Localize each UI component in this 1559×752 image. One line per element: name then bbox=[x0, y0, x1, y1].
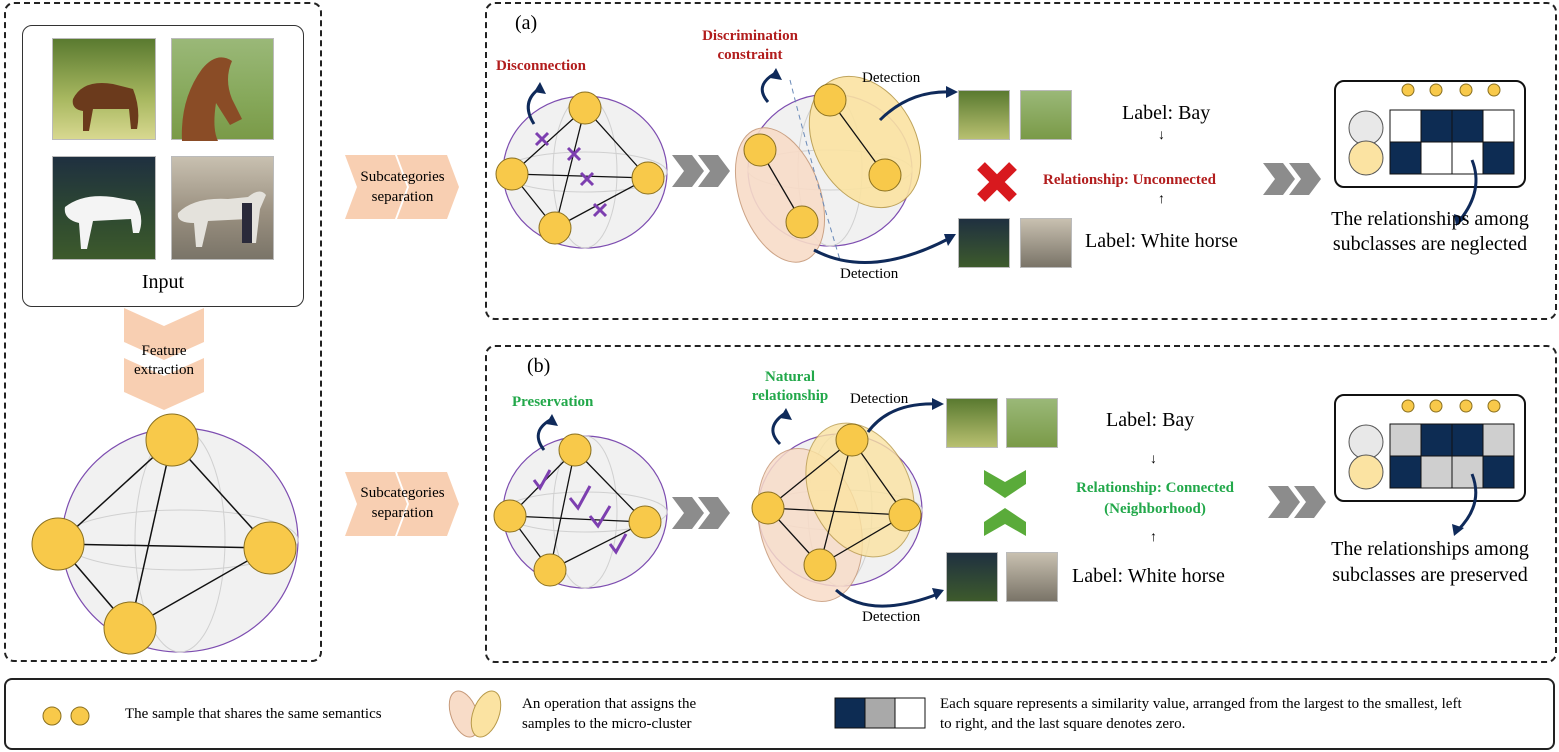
conclusion-b-1: The relationships among bbox=[1331, 538, 1529, 560]
conclusion-a-1: The relationships among bbox=[1331, 208, 1529, 230]
horse-photo-bay-portrait bbox=[171, 38, 274, 141]
similarity-cell bbox=[1451, 141, 1484, 175]
legend-square-icon bbox=[834, 697, 926, 729]
similarity-cell bbox=[1451, 455, 1484, 489]
preservation-label: Preservation bbox=[512, 394, 594, 410]
thumb-white-2 bbox=[1006, 552, 1058, 602]
natural-label-1: Natural bbox=[765, 369, 815, 385]
legend-box bbox=[4, 678, 1555, 750]
conclusion-b-2: subclasses are preserved bbox=[1332, 564, 1528, 586]
panel-a-tag: (a) bbox=[515, 12, 538, 34]
thumb-bay-1 bbox=[958, 90, 1010, 140]
panel-a bbox=[485, 2, 1557, 320]
separation-arrow-a bbox=[345, 155, 459, 219]
unconnected-cross-icon bbox=[977, 162, 1017, 202]
legend-sample-icon bbox=[42, 706, 90, 726]
legend-square-text-2: to right, and the last square denotes ze… bbox=[940, 716, 1186, 732]
legend-square-text-1: Each square represents a similarity valu… bbox=[940, 696, 1462, 712]
legend-cluster-text-1: An operation that assigns the bbox=[522, 696, 697, 712]
similarity-cell bbox=[1389, 455, 1422, 489]
thumb-bay-2 bbox=[1020, 90, 1072, 140]
thumb-bay-2 bbox=[1006, 398, 1058, 448]
similarity-cell bbox=[1482, 109, 1515, 143]
relationship-b-1: Relationship: Connected bbox=[1076, 480, 1234, 496]
relationship-a: Relationship: Unconnected bbox=[1043, 172, 1216, 188]
horse-photo-white-walking bbox=[171, 156, 274, 260]
detection-a-bottom: Detection bbox=[840, 266, 899, 282]
sample-node bbox=[243, 521, 297, 575]
preserve-check-icon bbox=[532, 469, 628, 555]
matrix-a bbox=[1348, 83, 1515, 226]
cluster-sphere-a bbox=[734, 68, 958, 264]
gray-arrow-b1 bbox=[672, 497, 730, 529]
label-a-top: Label: Bay bbox=[1122, 102, 1211, 124]
gray-arrow-a1 bbox=[672, 155, 730, 187]
feature-label-2: extraction bbox=[134, 362, 194, 378]
similarity-cell bbox=[1420, 455, 1453, 489]
similarity-cell bbox=[1389, 423, 1422, 457]
similarity-cell bbox=[1451, 423, 1484, 457]
sphere-b bbox=[493, 414, 668, 589]
thumb-white-1 bbox=[946, 552, 998, 602]
arrow-down-b: ↓ bbox=[1150, 452, 1157, 467]
similarity-cell bbox=[1420, 423, 1453, 457]
input-label: Input bbox=[141, 271, 185, 293]
sample-node bbox=[145, 413, 199, 467]
constraint-label-1: Discrimination bbox=[702, 28, 798, 44]
horse-photo-bay-grazing bbox=[52, 38, 156, 140]
input-box bbox=[22, 25, 304, 307]
matrix-b bbox=[1348, 399, 1515, 536]
arrow-up-b: ↑ bbox=[1150, 530, 1157, 545]
separation-b-1: Subcategories bbox=[360, 485, 445, 501]
similarity-cell bbox=[1420, 141, 1453, 175]
horse-photo-white-grazing bbox=[52, 156, 156, 260]
feature-extraction-arrow bbox=[124, 308, 204, 410]
arrow-up-a: ↑ bbox=[1158, 192, 1165, 207]
detection-b-top: Detection bbox=[850, 391, 909, 407]
input-panel bbox=[4, 2, 322, 662]
relationship-b-2: (Neighborhood) bbox=[1104, 501, 1206, 517]
separation-a-1: Subcategories bbox=[360, 169, 445, 185]
gray-arrow-a2 bbox=[1263, 163, 1321, 195]
matrix-box-b bbox=[1334, 394, 1526, 502]
connected-chevrons-icon bbox=[984, 470, 1026, 536]
legend-sample-text: The sample that shares the same semantic… bbox=[125, 706, 382, 722]
cluster-sphere-b bbox=[751, 398, 944, 608]
sample-node bbox=[31, 517, 85, 571]
arrow-down-a: ↓ bbox=[1158, 128, 1165, 143]
legend-cluster-icon bbox=[448, 690, 502, 738]
label-b-bottom: Label: White horse bbox=[1072, 565, 1225, 587]
similarity-cell bbox=[1389, 109, 1422, 143]
gray-arrow-b2 bbox=[1268, 486, 1326, 518]
natural-label-2: relationship bbox=[751, 388, 829, 404]
conclusion-a-2: subclasses are neglected bbox=[1332, 233, 1528, 255]
similarity-cell bbox=[1389, 141, 1422, 175]
label-b-top: Label: Bay bbox=[1106, 409, 1195, 431]
sample-node bbox=[103, 601, 157, 655]
similarity-cell bbox=[1420, 109, 1453, 143]
sphere-a bbox=[495, 82, 668, 249]
feature-label-1: Feature bbox=[141, 343, 187, 359]
panel-b-tag: (b) bbox=[527, 355, 551, 377]
thumb-white-2 bbox=[1020, 218, 1072, 268]
thumb-white-1 bbox=[958, 218, 1010, 268]
similarity-cell bbox=[1451, 109, 1484, 143]
detection-b-bottom: Detection bbox=[862, 609, 921, 625]
thumb-bay-1 bbox=[946, 398, 998, 448]
matrix-box-a bbox=[1334, 80, 1526, 188]
disconnect-cross-icon bbox=[534, 131, 608, 218]
label-a-bottom: Label: White horse bbox=[1085, 230, 1238, 252]
legend-cluster-text-2: samples to the micro-cluster bbox=[522, 716, 692, 732]
separation-b-2: separation bbox=[371, 505, 434, 521]
panel-b bbox=[485, 345, 1557, 663]
disconnection-label: Disconnection bbox=[496, 58, 586, 74]
separation-a-2: separation bbox=[371, 189, 434, 205]
similarity-cell bbox=[1482, 141, 1515, 175]
feature-sphere bbox=[31, 413, 299, 655]
similarity-cell bbox=[1482, 423, 1515, 457]
separation-arrow-b bbox=[345, 472, 459, 536]
detection-a-top: Detection bbox=[862, 70, 921, 86]
similarity-cell bbox=[1482, 455, 1515, 489]
constraint-label-2: constraint bbox=[717, 47, 783, 63]
